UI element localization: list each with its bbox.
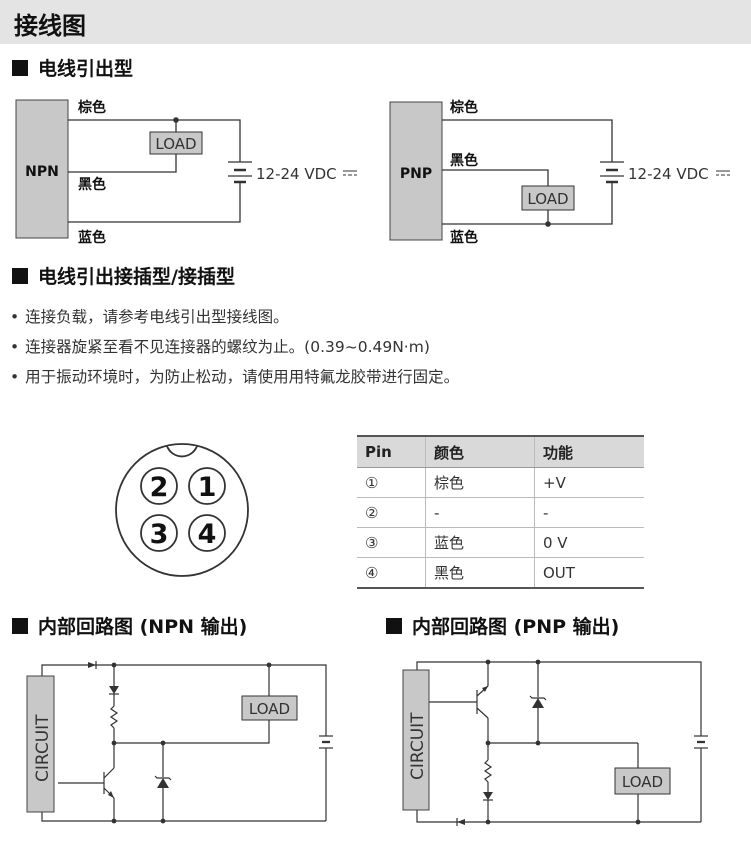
led-diode-icon (109, 686, 119, 694)
battery-icon (694, 735, 708, 749)
pin-table: Pin 颜色 功能 ① 棕色 +V ② - - ③ 蓝色 0 V ④ 黑色 OU… (357, 435, 644, 589)
section-cable-label: 电线引出型 (38, 58, 134, 80)
connector-key-notch (166, 445, 198, 458)
dc-symbol-icon (343, 170, 357, 176)
diode-icon (457, 819, 465, 825)
zener-diode-icon (532, 698, 544, 708)
npn-wire-blue-label: 蓝色 (78, 229, 106, 246)
pin-1-outline (188, 467, 226, 505)
pnp-internal-circuit: CIRCUIT LOAD (402, 659, 708, 826)
npn-supply-label: 12-24 VDC (256, 165, 337, 183)
pnp-junction-dot (545, 221, 551, 227)
note-item: 连接器旋紧至看不见连接器的螺纹为止。(0.39~0.49N·m) (10, 332, 459, 362)
pnp-load-label: LOAD (527, 190, 568, 208)
diode-icon (88, 662, 96, 668)
npn-wire-black-label: 黑色 (78, 176, 106, 193)
section-connector-label: 电线引出接插型/接插型 (38, 266, 235, 288)
npn-wire-brown-label: 棕色 (77, 99, 106, 116)
npn-type-label: NPN (25, 164, 59, 180)
pnp-load-box (521, 185, 575, 211)
color-cell: 蓝色 (425, 527, 535, 558)
pnp-wire-black-label: 黑色 (450, 152, 478, 169)
npn-wiring-diagram: NPN LOAD 12-24 VDC 棕色 黑色 蓝色 (15, 99, 357, 246)
table-row: ④ 黑色 OUT (357, 557, 644, 589)
zener-diode-icon (157, 778, 169, 788)
function-cell: OUT (534, 557, 644, 589)
npn-circuit-label: CIRCUIT (33, 714, 53, 782)
section-pnp-circuit-heading: 内部回路图 (PNP 输出) (386, 612, 619, 639)
page-title: 接线图 (14, 12, 86, 40)
notes-list: 连接负载，请参考电线引出型接线图。 连接器旋紧至看不见连接器的螺纹为止。(0.3… (10, 302, 459, 392)
pnp-circuit-label: CIRCUIT (408, 712, 428, 780)
pnp-supply-label: 12-24 VDC (628, 165, 709, 183)
color-cell: - (425, 497, 535, 528)
function-cell: - (534, 497, 644, 528)
note-item: 用于振动环境时，为防止松动，请使用用特氟龙胶带进行固定。 (10, 362, 459, 392)
square-bullet-icon (12, 618, 28, 634)
pin-number: 4 (198, 519, 217, 550)
pin-table-header: 颜色 (425, 435, 535, 468)
transistor-emitter-arrow-icon (482, 686, 488, 692)
pin-table-header: 功能 (534, 435, 644, 468)
note-item: 连接负载，请参考电线引出型接线图。 (10, 302, 459, 332)
npn-circuit-load-label: LOAD (249, 700, 290, 718)
title-bar: 接线图 (0, 0, 751, 44)
pnp-circuit-load-box (614, 767, 671, 795)
color-cell: 棕色 (425, 467, 535, 498)
npn-battery-icon (228, 161, 252, 184)
pnp-wiring-diagram: PNP LOAD 12-24 VDC 棕色 黑色 蓝色 (389, 99, 730, 246)
pin-number: 2 (150, 472, 169, 503)
function-cell: 0 V (534, 527, 644, 558)
npn-junction-dot (173, 117, 179, 123)
table-row: ① 棕色 +V (357, 467, 644, 498)
square-bullet-icon (386, 618, 402, 634)
pin-2-outline (140, 467, 178, 505)
npn-load-label: LOAD (155, 135, 196, 153)
pin-number: 3 (150, 519, 169, 550)
pin-4-outline (188, 514, 226, 552)
pnp-wire-blue-label: 蓝色 (450, 229, 478, 246)
section-cable-heading: 电线引出型 (12, 54, 133, 81)
pin-table-header-row: Pin 颜色 功能 (357, 435, 644, 468)
npn-internal-circuit: CIRCUIT LOAD (26, 661, 333, 824)
dc-symbol-icon (716, 170, 730, 176)
pin-3-outline (140, 514, 178, 552)
pin-cell: ④ (357, 557, 426, 589)
pin-cell: ② (357, 497, 426, 528)
pnp-sensor-body (389, 101, 443, 241)
table-row: ② - - (357, 497, 644, 528)
section-pnp-circuit-label: 内部回路图 (PNP 输出) (412, 616, 620, 638)
pnp-circuit-block (402, 669, 430, 811)
npn-circuit-block (26, 675, 55, 813)
npn-load-box (149, 131, 203, 155)
connector-pin-face: 2 1 3 4 (115, 443, 249, 577)
pin-cell: ① (357, 467, 426, 498)
connector-outline (115, 443, 249, 577)
pnp-type-label: PNP (400, 166, 432, 182)
table-row: ③ 蓝色 0 V (357, 527, 644, 558)
pnp-wire-brown-label: 棕色 (449, 99, 478, 116)
pnp-battery-icon (600, 161, 624, 184)
pin-table-header: Pin (357, 435, 426, 468)
led-diode-icon (483, 792, 493, 800)
section-connector-heading: 电线引出接插型/接插型 (12, 262, 235, 289)
square-bullet-icon (12, 60, 28, 76)
pnp-circuit-load-label: LOAD (622, 773, 663, 791)
square-bullet-icon (12, 268, 28, 284)
battery-icon (319, 735, 333, 749)
npn-circuit-load-box (241, 695, 298, 721)
color-cell: 黑色 (425, 557, 535, 589)
section-npn-circuit-label: 内部回路图 (NPN 输出) (38, 616, 248, 638)
npn-sensor-body (15, 99, 69, 239)
pin-number: 1 (198, 472, 217, 503)
section-npn-circuit-heading: 内部回路图 (NPN 输出) (12, 612, 247, 639)
transistor-emitter-arrow-icon (108, 791, 114, 798)
pin-cell: ③ (357, 527, 426, 558)
function-cell: +V (534, 467, 644, 498)
